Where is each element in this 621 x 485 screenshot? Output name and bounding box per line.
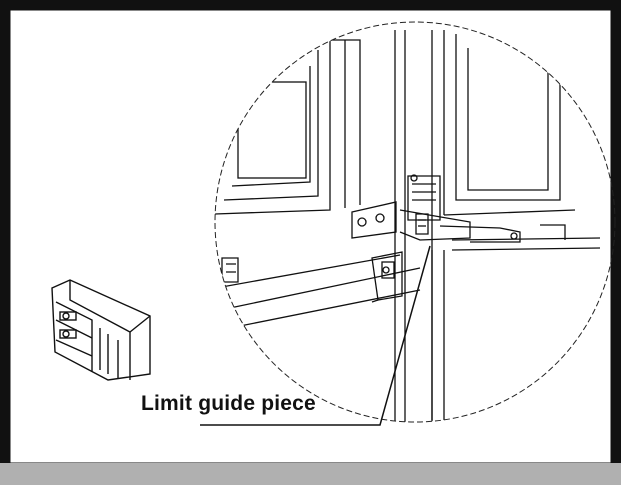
- frame-top-bar: [0, 0, 621, 10]
- frame-left-bar: [0, 0, 10, 463]
- bottom-strip: [0, 463, 621, 485]
- magnified-detail-view: [215, 30, 601, 422]
- frame-right-bar: [611, 0, 621, 463]
- detail-circle: [214, 21, 616, 423]
- limit-guide-piece-part: [51, 279, 151, 381]
- callout-leader-line: [200, 245, 431, 426]
- callout-label: Limit guide piece: [141, 392, 316, 415]
